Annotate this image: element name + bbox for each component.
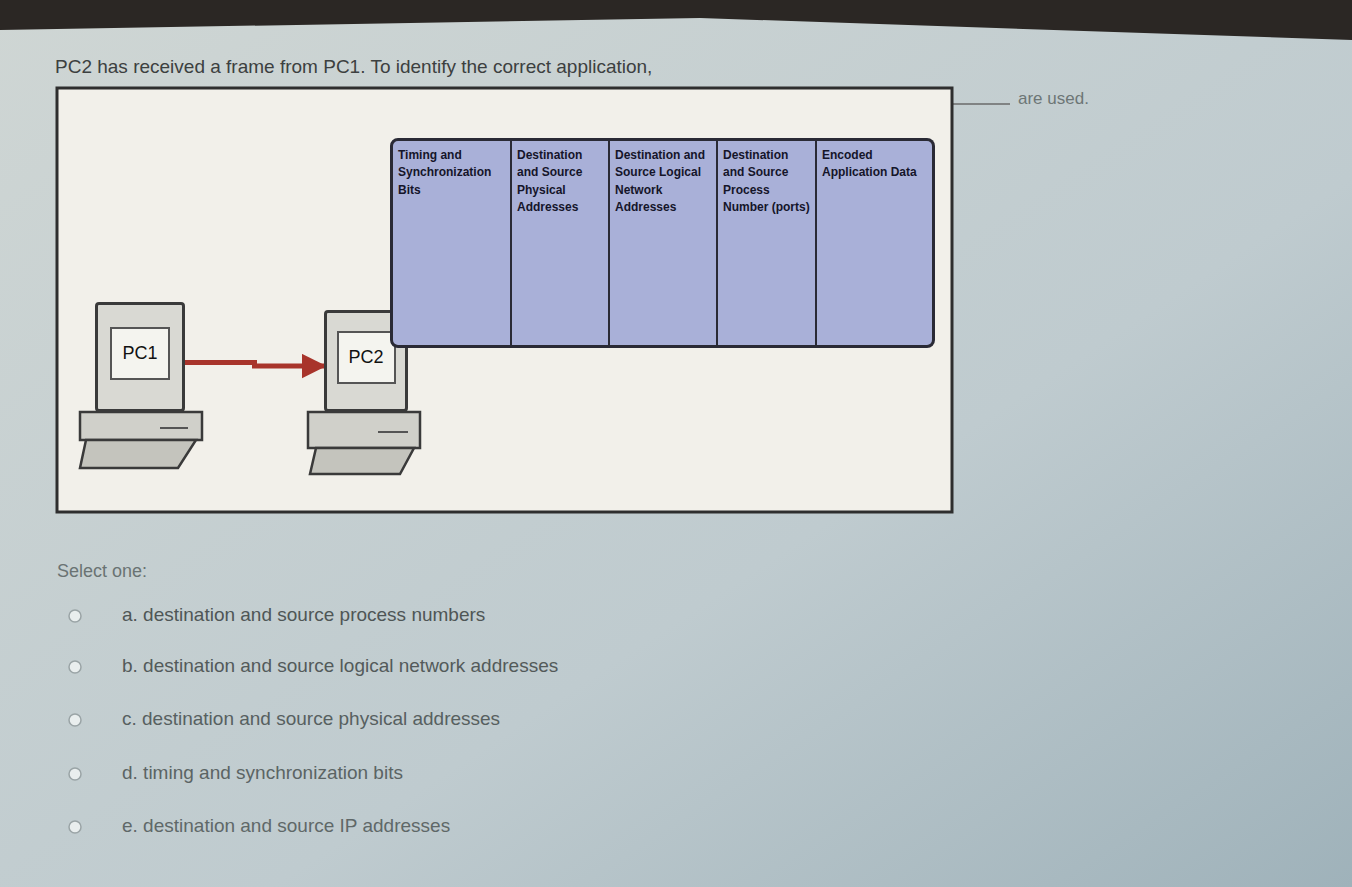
answer-option: b. destination and source logical networ… — [122, 655, 558, 677]
answer-option: c. destination and source physical addre… — [122, 708, 500, 730]
frame-arrow — [185, 363, 324, 367]
question-text: PC2 has received a frame from PC1. To id… — [55, 56, 652, 78]
answer-option: d. timing and synchronization bits — [122, 762, 403, 784]
radio-buttons — [69, 610, 81, 833]
field-label: Destination and Source Physical Addresse… — [517, 147, 603, 217]
field-label: Destination and Source Process Number (p… — [723, 147, 810, 217]
frame-field: Destination and Source Process Number (p… — [718, 138, 817, 348]
frame-field: Encoded Application Data — [817, 138, 935, 348]
computer-label: PC1 — [110, 327, 169, 380]
frame-field: Destination and Source Physical Addresse… — [512, 138, 610, 348]
answer-option: a. destination and source process number… — [122, 604, 485, 626]
question-suffix: are used. — [1018, 89, 1089, 109]
computer-label: PC2 — [337, 331, 396, 384]
frame-field: Timing and Synchronization Bits — [390, 138, 512, 348]
diagram-panel — [57, 88, 952, 512]
monitor-bezel — [0, 0, 1352, 40]
field-label: Destination and Source Logical Network A… — [615, 147, 711, 217]
field-label: Timing and Synchronization Bits — [398, 147, 505, 199]
select-prompt: Select one: — [57, 561, 147, 582]
frame-field: Destination and Source Logical Network A… — [610, 138, 718, 348]
pc2-base — [308, 412, 420, 474]
computer-monitor: PC1 — [95, 302, 185, 412]
answer-option: e. destination and source IP addresses — [122, 815, 450, 837]
field-label: Encoded Application Data — [822, 147, 927, 182]
pc1-base — [80, 412, 202, 468]
